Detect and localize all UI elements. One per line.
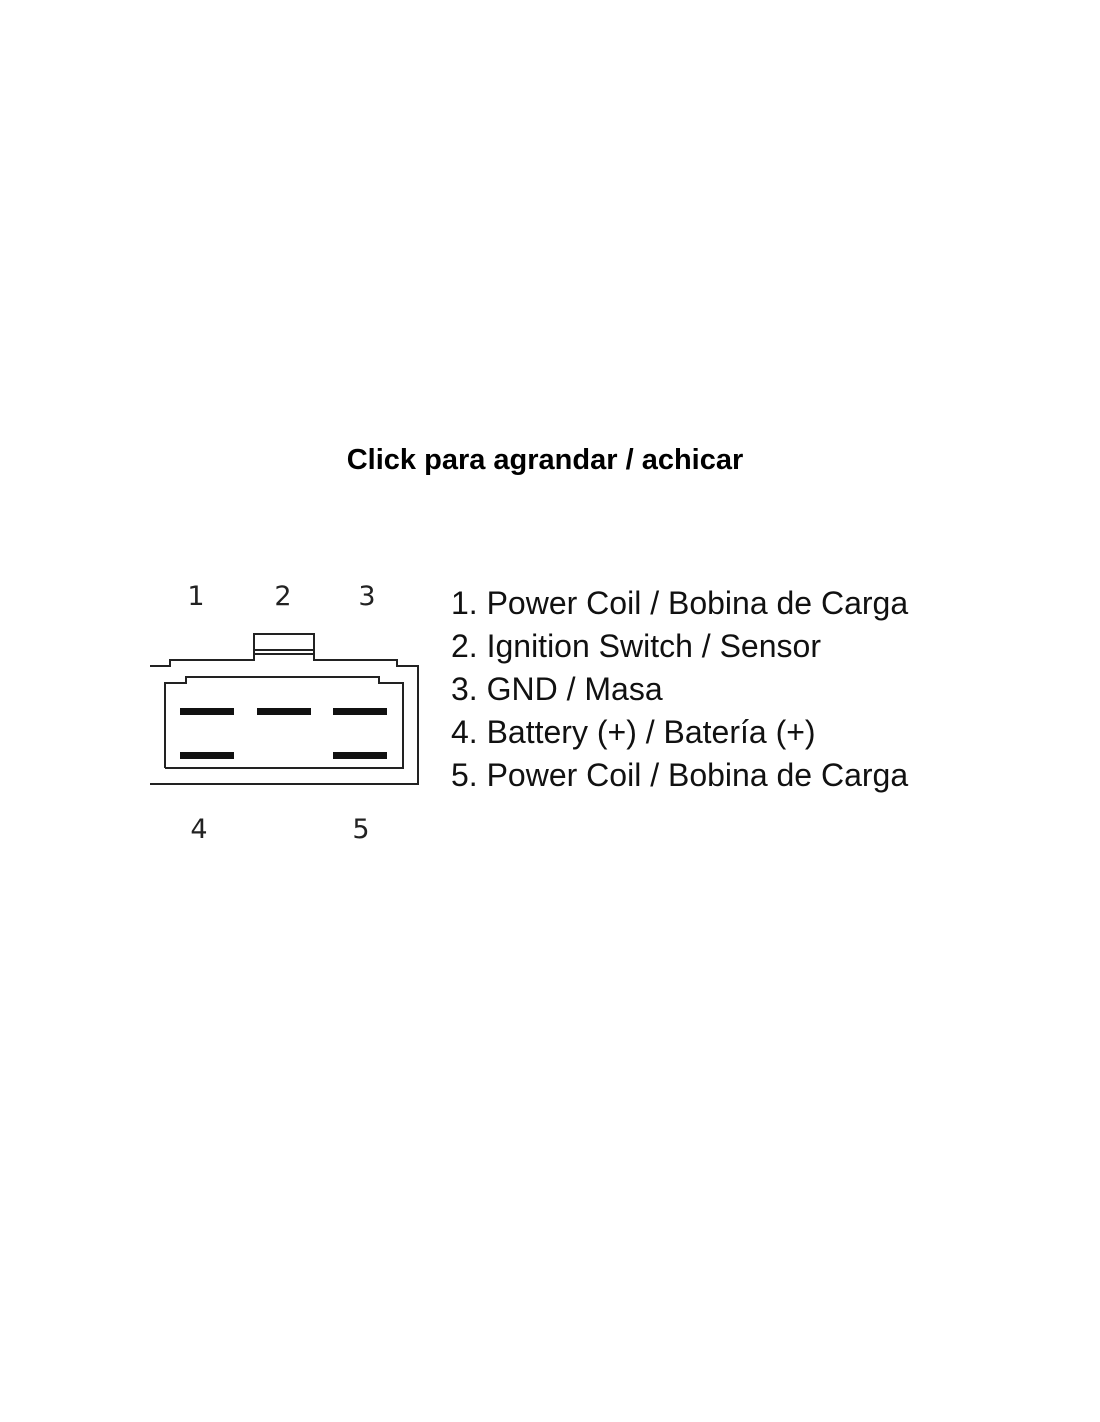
legend-item-4: 4. Battery (+) / Batería (+): [451, 714, 816, 750]
pin-slots: [180, 708, 387, 759]
pin-label-2: 2: [274, 581, 291, 612]
legend-item-3: 3. GND / Masa: [451, 671, 663, 707]
pin-label-3: 3: [358, 581, 375, 612]
pin-legend: 1. Power Coil / Bobina de Carga 2. Ignit…: [451, 582, 908, 797]
legend-item-1: 1. Power Coil / Bobina de Carga: [451, 585, 909, 621]
legend-item-2: 2. Ignition Switch / Sensor: [451, 628, 821, 664]
pin-label-1: 1: [187, 581, 204, 612]
pin-slot-4: [180, 752, 234, 759]
pin-slot-2: [257, 708, 311, 715]
pin-slot-1: [180, 708, 234, 715]
pin-slot-3: [333, 708, 387, 715]
connector-housing: [150, 633, 419, 785]
legend-item-5: 5. Power Coil / Bobina de Carga: [451, 757, 909, 793]
pin-label-4: 4: [190, 814, 207, 845]
pin-slot-5: [333, 752, 387, 759]
zoom-toggle-link[interactable]: Click para agrandar / achicar: [346, 444, 744, 476]
pin-label-5: 5: [352, 814, 369, 845]
